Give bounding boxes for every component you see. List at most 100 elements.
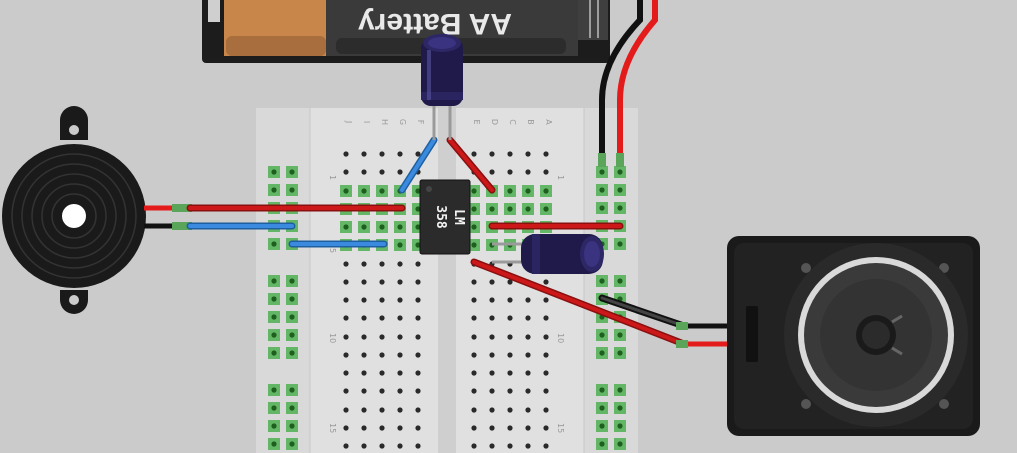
breadboard-hole	[617, 278, 623, 284]
breadboard-hole	[397, 279, 403, 285]
aa-battery-holder[interactable]: AA Battery	[202, 0, 610, 63]
breadboard-hole	[343, 297, 349, 303]
breadboard-hole	[543, 443, 549, 449]
column-letter: A	[544, 119, 553, 125]
breadboard-hole	[543, 297, 549, 303]
breadboard-hole	[471, 151, 477, 157]
breadboard-hole	[397, 388, 403, 394]
breadboard-hole	[415, 206, 421, 212]
breadboard-hole	[271, 405, 277, 411]
capacitor-middle[interactable]	[492, 234, 604, 274]
breadboard-hole	[361, 315, 367, 321]
breadboard-hole	[543, 169, 549, 175]
breadboard-hole	[361, 443, 367, 449]
breadboard-hole	[415, 443, 421, 449]
breadboard-hole	[343, 370, 349, 376]
breadboard-hole	[343, 169, 349, 175]
breadboard-hole	[361, 388, 367, 394]
breadboard-hole	[415, 242, 421, 248]
red-wire[interactable]	[470, 258, 688, 348]
breadboard-hole	[289, 332, 295, 338]
breadboard-hole	[271, 423, 277, 429]
breadboard-hole	[525, 169, 531, 175]
breadboard-hole	[289, 350, 295, 356]
breadboard-hole	[617, 350, 623, 356]
breadboard-hole	[489, 169, 495, 175]
breadboard-hole	[471, 443, 477, 449]
breadboard-hole	[543, 407, 549, 413]
breadboard-hole	[343, 334, 349, 340]
breadboard-hole	[415, 407, 421, 413]
column-letter: C	[508, 119, 517, 125]
breadboard-hole	[397, 370, 403, 376]
breadboard-hole	[489, 206, 495, 212]
breadboard-hole	[361, 352, 367, 358]
red-wire[interactable]	[446, 136, 496, 194]
breadboard-hole	[599, 423, 605, 429]
breadboard-hole	[379, 279, 385, 285]
buzzer-leads	[144, 204, 192, 230]
blue-wire[interactable]	[398, 136, 438, 194]
breadboard-hole	[415, 388, 421, 394]
breadboard-hole	[379, 425, 385, 431]
breadboard-hole	[415, 297, 421, 303]
breadboard-hole	[271, 314, 277, 320]
row-number: 15	[328, 423, 337, 433]
breadboard-hole	[397, 242, 403, 248]
breadboard-hole	[271, 169, 277, 175]
breadboard-hole	[599, 332, 605, 338]
column-letter: F	[416, 120, 425, 125]
breadboard-hole	[361, 425, 367, 431]
breadboard-hole	[525, 315, 531, 321]
breadboard-hole	[543, 188, 549, 194]
breadboard-hole	[379, 151, 385, 157]
breadboard-hole	[617, 169, 623, 175]
breadboard-hole	[507, 151, 513, 157]
chip-label-line2: 358	[433, 205, 448, 229]
breadboard-hole	[543, 334, 549, 340]
breadboard-hole	[489, 297, 495, 303]
row-number: 10	[328, 333, 337, 343]
breadboard-hole	[507, 334, 513, 340]
breadboard-hole	[471, 352, 477, 358]
breadboard-hole	[397, 443, 403, 449]
breadboard-hole	[343, 407, 349, 413]
breadboard-hole	[599, 278, 605, 284]
breadboard-hole	[343, 151, 349, 157]
breadboard-hole	[599, 387, 605, 393]
breadboard-hole	[289, 187, 295, 193]
column-letter: J	[344, 120, 353, 123]
breadboard-hole	[343, 425, 349, 431]
breadboard-hole	[415, 151, 421, 157]
breadboard-hole	[471, 334, 477, 340]
breadboard-hole	[489, 279, 495, 285]
breadboard-hole	[361, 224, 367, 230]
jumper-wires	[186, 136, 688, 348]
breadboard-hole	[397, 151, 403, 157]
breadboard-hole	[415, 425, 421, 431]
breadboard-hole	[489, 407, 495, 413]
column-letter: I	[362, 121, 371, 123]
breadboard-hole	[489, 151, 495, 157]
breadboard-hole	[361, 261, 367, 267]
breadboard-hole	[379, 224, 385, 230]
breadboard-hole	[415, 279, 421, 285]
breadboard-hole	[397, 315, 403, 321]
breadboard-hole	[507, 297, 513, 303]
breadboard-hole	[489, 334, 495, 340]
lm358-chip[interactable]: LM 358	[419, 179, 471, 255]
speaker[interactable]	[676, 236, 980, 436]
column-letter: E	[472, 119, 481, 124]
piezo-buzzer[interactable]	[2, 106, 146, 314]
breadboard-hole	[543, 370, 549, 376]
breadboard-hole	[343, 279, 349, 285]
breadboard-hole	[271, 387, 277, 393]
breadboard-hole	[343, 388, 349, 394]
breadboard-hole	[525, 151, 531, 157]
capacitor-top[interactable]	[421, 34, 463, 140]
breadboard-hole	[525, 297, 531, 303]
breadboard-hole	[289, 314, 295, 320]
black-wire[interactable]	[598, 294, 688, 330]
